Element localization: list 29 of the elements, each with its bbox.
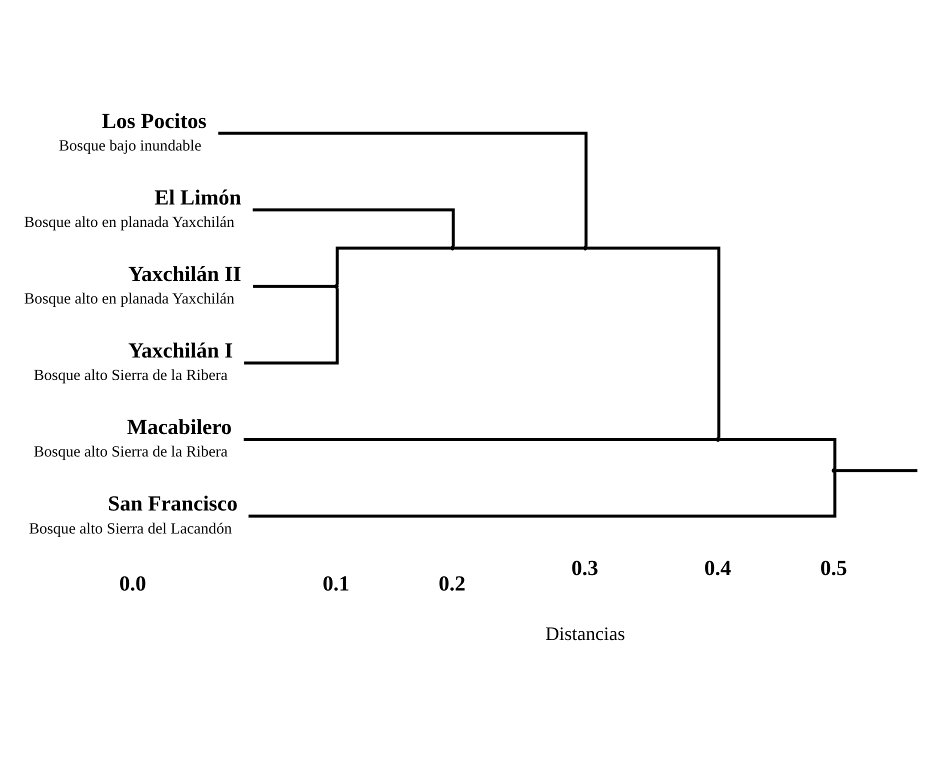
label: 0.4	[704, 556, 732, 580]
connector	[836, 468, 918, 472]
connector	[218, 131, 588, 246]
node-text: Yaxchilán I Bosque alto Sierra de la Ribera	[34, 338, 233, 384]
node-point	[582, 245, 588, 250]
node-point	[334, 284, 339, 288]
connector	[587, 246, 720, 438]
node-text: Macabilero Bosque alto Sierra de la Ribera	[34, 414, 232, 460]
connector	[252, 208, 455, 246]
node-point	[716, 436, 720, 442]
label: 0.0	[119, 571, 146, 596]
label: 0.2	[438, 571, 466, 596]
label: 0.3	[571, 556, 598, 580]
node-text: El Limón Bosque alto en planada Yaxchilán	[24, 184, 242, 231]
node-text: Yaxchilán II Bosque alto en planada Yaxchilán	[24, 261, 242, 308]
node-point	[450, 245, 455, 250]
connector	[244, 288, 339, 364]
node-text: Los Pocitos Bosque bajo inundable	[58, 108, 207, 154]
label: Distancias	[545, 624, 626, 645]
connector	[253, 284, 335, 288]
label: 0.5	[820, 556, 848, 580]
node-text: San Francisco Bosque alto Sierra del Lacandón	[28, 491, 238, 537]
connector	[244, 438, 716, 440]
node-point	[832, 468, 836, 472]
connector	[248, 472, 836, 518]
connector	[720, 438, 836, 468]
connector	[454, 246, 584, 250]
connector	[336, 246, 450, 284]
label: 0.1	[322, 571, 350, 596]
